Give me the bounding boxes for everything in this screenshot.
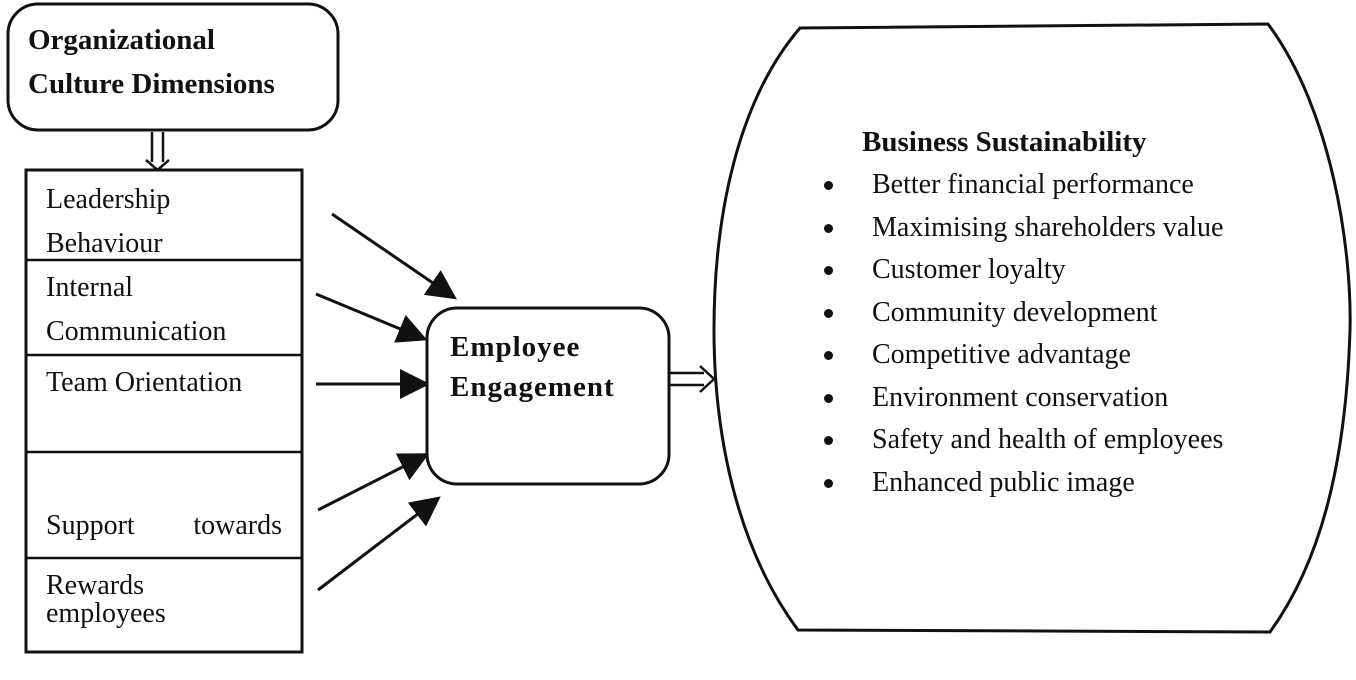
dimension-team-orientation: Team Orientation <box>46 367 243 398</box>
org-culture-box <box>6 2 340 132</box>
dimension-leadership-behaviour: Leadership Behaviour <box>46 184 171 259</box>
bullet-icon <box>824 478 833 488</box>
employee-engagement-box <box>425 306 671 486</box>
employees-word: employees <box>46 598 166 629</box>
bullet-icon <box>824 351 833 360</box>
list-item: Customer loyalty <box>820 249 1223 292</box>
arrow-leadership <box>331 212 457 300</box>
list-item: Enhanced public image <box>820 462 1223 505</box>
dimension-internal-communication: Internal Communication <box>46 272 227 347</box>
double-arrow-right-icon <box>670 365 716 393</box>
business-sustainability-title: Business Sustainability <box>862 126 1147 158</box>
bullet-icon <box>824 393 833 403</box>
bullet-icon <box>824 436 833 445</box>
support-word: Support <box>46 510 135 541</box>
list-item: Community development <box>820 292 1223 335</box>
bullet-icon <box>824 308 833 318</box>
dimensions-table <box>24 168 304 654</box>
framework-diagram <box>6 2 1352 654</box>
business-sustainability-list: Better financial performance Maximising … <box>820 164 1223 504</box>
list-item: Competitive advantage <box>820 334 1223 377</box>
employee-engagement-label: Employee Engagement <box>450 331 615 403</box>
arrow-internal-communication <box>315 292 428 343</box>
list-item: Better financial performance <box>820 164 1223 207</box>
arrow-rewards <box>317 496 441 592</box>
dimension-support-towards-employees: Support towards employees <box>46 460 286 680</box>
bullet-icon <box>824 181 833 190</box>
arrow-support <box>317 453 430 512</box>
dimension-rewards: Rewards <box>46 570 144 601</box>
double-arrow-down-icon <box>145 132 170 172</box>
list-item: Environment conservation <box>820 377 1223 420</box>
list-item: Maximising shareholders value <box>820 207 1223 250</box>
bullet-icon <box>824 266 833 275</box>
list-item: Safety and health of employees <box>820 419 1223 462</box>
towards-word: towards <box>193 510 282 541</box>
bullet-icon <box>824 223 833 233</box>
business-sustainability-shape <box>712 22 1352 634</box>
org-culture-title: Organizational Culture Dimensions <box>28 24 275 100</box>
